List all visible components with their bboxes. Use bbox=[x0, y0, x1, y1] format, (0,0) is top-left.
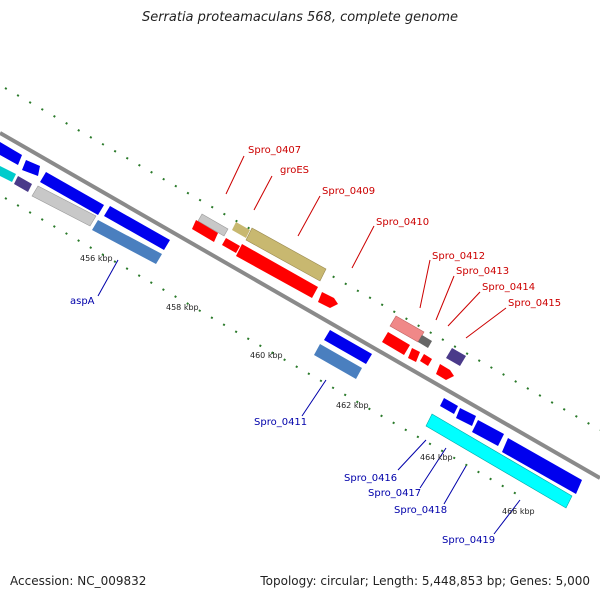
scale-label-464: 464 kbp bbox=[420, 453, 453, 462]
feature-spro-0418[interactable] bbox=[472, 420, 504, 446]
feature-spro-0412[interactable] bbox=[382, 332, 410, 355]
feature-left-gray[interactable] bbox=[31, 185, 97, 227]
gene-label-spro-0417[interactable]: Spro_0417 bbox=[368, 488, 421, 499]
feature-spro-0415[interactable] bbox=[446, 348, 466, 366]
feature-spro-0414-red[interactable] bbox=[436, 364, 454, 380]
feature-spro-0419-blue[interactable] bbox=[502, 438, 582, 494]
gene-label-groes[interactable]: groES bbox=[280, 165, 309, 176]
feature-groes-red[interactable] bbox=[222, 238, 240, 253]
inner-tick-ring bbox=[4, 197, 521, 497]
feature-left-purple[interactable] bbox=[14, 176, 32, 192]
feature-spro-0416[interactable] bbox=[440, 398, 458, 414]
feature-spro-0409-olive[interactable] bbox=[245, 227, 327, 282]
gene-label-spro-0411[interactable]: Spro_0411 bbox=[254, 417, 307, 428]
scale-label-462: 462 kbp bbox=[336, 401, 369, 410]
genome-backbone bbox=[0, 131, 600, 480]
feature-spro-0410[interactable] bbox=[318, 292, 338, 308]
forward-features bbox=[192, 213, 466, 380]
scale-label-460: 460 kbp bbox=[250, 351, 283, 360]
feature-aspa[interactable] bbox=[92, 220, 162, 264]
accession-text: Accession: NC_009832 bbox=[10, 574, 147, 588]
gene-label-spro-0407[interactable]: Spro_0407 bbox=[248, 145, 301, 156]
gene-label-spro-0409[interactable]: Spro_0409 bbox=[322, 186, 375, 197]
map-title: Serratia proteamaculans 568, complete ge… bbox=[141, 10, 459, 25]
feature-spro-0414[interactable] bbox=[420, 354, 432, 366]
feature-spro-0419[interactable] bbox=[425, 413, 573, 509]
gene-label-spro-0410[interactable]: Spro_0410 bbox=[376, 217, 429, 228]
feature-left-blue-2[interactable] bbox=[22, 160, 40, 176]
forward-leaders bbox=[225, 155, 507, 339]
reverse-leaders bbox=[97, 259, 521, 535]
feature-spro-0411-blue[interactable] bbox=[324, 330, 372, 364]
gene-label-spro-0413[interactable]: Spro_0413 bbox=[456, 266, 509, 277]
topology-text: Topology: circular; Length: 5,448,853 bp… bbox=[260, 574, 590, 588]
feature-spro-0411[interactable] bbox=[314, 344, 362, 379]
feature-spro-0407[interactable] bbox=[192, 220, 218, 242]
feature-spro-0417[interactable] bbox=[456, 408, 476, 426]
scale-label-456: 456 kbp bbox=[80, 254, 113, 263]
feature-spro-0407-gray[interactable] bbox=[197, 213, 229, 237]
gene-label-spro-0414[interactable]: Spro_0414 bbox=[482, 282, 535, 293]
feature-spro-0409[interactable] bbox=[236, 244, 318, 298]
feature-left-blue-4[interactable] bbox=[104, 206, 170, 250]
reverse-features bbox=[0, 142, 582, 509]
gene-label-aspa[interactable]: aspA bbox=[70, 296, 95, 307]
gene-label-spro-0419[interactable]: Spro_0419 bbox=[442, 535, 495, 546]
feature-left-blue-1[interactable] bbox=[0, 142, 22, 165]
gene-label-spro-0418[interactable]: Spro_0418 bbox=[394, 505, 447, 516]
genome-map: 456 kbp 458 kbp 460 kbp 462 kbp 464 kbp … bbox=[0, 87, 600, 546]
feature-spro-0413[interactable] bbox=[418, 335, 432, 348]
gene-label-spro-0416[interactable]: Spro_0416 bbox=[344, 473, 397, 484]
gene-label-spro-0415[interactable]: Spro_0415 bbox=[508, 298, 561, 309]
feature-left-blue-3[interactable] bbox=[40, 172, 104, 215]
feature-spro-0413-red[interactable] bbox=[408, 348, 420, 362]
feature-left-teal[interactable] bbox=[0, 166, 16, 182]
scale-label-458: 458 kbp bbox=[166, 303, 199, 312]
gene-label-spro-0412[interactable]: Spro_0412 bbox=[432, 251, 485, 262]
scale-label-466: 466 kbp bbox=[502, 507, 535, 516]
feature-groes[interactable] bbox=[232, 222, 250, 238]
